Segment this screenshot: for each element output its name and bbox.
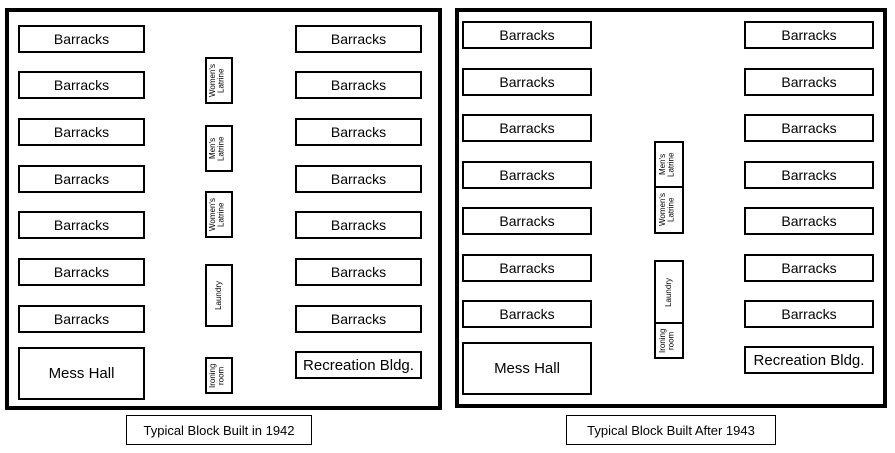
womens-latrine-label: Women's Latrine: [208, 64, 226, 97]
ironing-room-label: Ironing room: [658, 328, 676, 353]
womens-latrine-label: Women's Latrine: [658, 193, 676, 227]
barracks-1942-left-6: Barracks: [18, 258, 145, 286]
mess-hall-1942: Mess Hall: [18, 347, 145, 400]
barracks-1943-left-7: Barracks: [462, 300, 592, 328]
ironing-room-label: Ironing room: [208, 363, 226, 388]
barracks-1942-right-7: Barracks: [295, 305, 422, 333]
laundry-label: Laundry: [213, 281, 223, 310]
mens-latrine-1942: Men's Latrine: [205, 125, 233, 172]
mens-latrine-label: Men's Latrine: [208, 136, 226, 161]
barracks-1943-right-7: Barracks: [744, 300, 874, 328]
barracks-1942-right-4: Barracks: [295, 165, 422, 193]
barracks-1943-right-3: Barracks: [744, 114, 874, 142]
barracks-1942-left-1: Barracks: [18, 25, 145, 53]
womens-latrine-1943: Women's Latrine: [654, 186, 684, 234]
barracks-1943-right-5: Barracks: [744, 207, 874, 235]
barracks-1942-right-6: Barracks: [295, 258, 422, 286]
caption-1942: Typical Block Built in 1942: [126, 415, 312, 445]
barracks-1943-right-1: Barracks: [744, 21, 874, 49]
ironing-room-1942: Ironing room: [205, 357, 233, 394]
womens-latrine-label: Women's Latrine: [208, 198, 226, 231]
barracks-1942-right-3: Barracks: [295, 118, 422, 146]
barracks-1943-left-6: Barracks: [462, 254, 592, 282]
recreation-bldg-1942: Recreation Bldg.: [295, 351, 422, 379]
mens-latrine-1943: Men's Latrine: [654, 141, 684, 188]
caption-1943: Typical Block Built After 1943: [566, 415, 776, 445]
barracks-1942-left-5: Barracks: [18, 211, 145, 239]
ironing-room-1943: Ironing room: [654, 322, 684, 359]
womens-latrine-1942-south: Women's Latrine: [205, 191, 233, 238]
barracks-1942-right-1: Barracks: [295, 25, 422, 53]
barracks-1943-left-2: Barracks: [462, 68, 592, 96]
barracks-1943-left-1: Barracks: [462, 21, 592, 49]
laundry-label: Laundry: [663, 277, 673, 307]
barracks-1942-left-4: Barracks: [18, 165, 145, 193]
barracks-1942-left-7: Barracks: [18, 305, 145, 333]
laundry-1942: Laundry: [205, 264, 233, 327]
barracks-1943-right-6: Barracks: [744, 254, 874, 282]
mens-latrine-label: Men's Latrine: [658, 152, 676, 177]
recreation-bldg-1943: Recreation Bldg.: [744, 346, 874, 374]
barracks-1943-right-2: Barracks: [744, 68, 874, 96]
laundry-1943: Laundry: [654, 260, 684, 324]
barracks-1942-left-2: Barracks: [18, 71, 145, 99]
mess-hall-1943: Mess Hall: [462, 342, 592, 395]
womens-latrine-1942-north: Women's Latrine: [205, 57, 233, 104]
barracks-1943-left-3: Barracks: [462, 114, 592, 142]
barracks-1942-left-3: Barracks: [18, 118, 145, 146]
barracks-1942-right-2: Barracks: [295, 71, 422, 99]
barracks-1943-left-5: Barracks: [462, 207, 592, 235]
barracks-1942-right-5: Barracks: [295, 211, 422, 239]
barracks-1943-right-4: Barracks: [744, 161, 874, 189]
barracks-1943-left-4: Barracks: [462, 161, 592, 189]
